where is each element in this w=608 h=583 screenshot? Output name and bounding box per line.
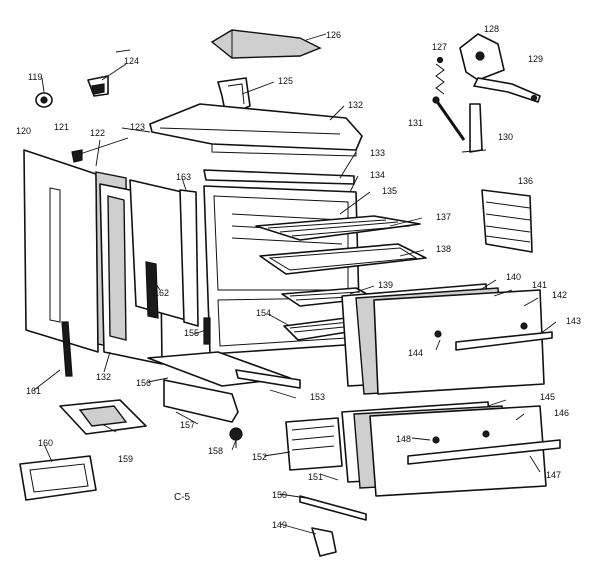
label-121: 121 <box>54 122 69 132</box>
label-155: 155 <box>184 328 199 338</box>
label-122: 122 <box>90 128 105 138</box>
part-126-top-trim <box>210 29 322 59</box>
label-146: 146 <box>554 408 569 418</box>
label-125: 125 <box>278 76 293 86</box>
label-123: 123 <box>130 122 145 132</box>
part-137-oven-rack <box>255 215 421 241</box>
part-131-rod <box>432 96 466 141</box>
part-133-frame-strip <box>203 169 355 185</box>
part-163-bracket <box>179 189 199 327</box>
label-132-top: 132 <box>348 100 363 110</box>
label-135: 135 <box>382 186 397 196</box>
label-162: 162 <box>154 288 169 298</box>
part-129-hinge-arm <box>473 77 541 103</box>
label-152: 152 <box>252 452 267 462</box>
label-124: 124 <box>124 56 139 66</box>
part-124-knob <box>87 75 109 97</box>
label-160: 160 <box>38 438 53 448</box>
label-131: 131 <box>408 118 423 128</box>
part-161-trim-strip <box>61 321 73 377</box>
label-137: 137 <box>436 212 451 222</box>
part-153-burner <box>235 369 301 389</box>
part-136-broiler-grid <box>481 189 533 253</box>
label-120: 120 <box>16 126 31 136</box>
diagram-caption: C-5 <box>174 492 191 503</box>
label-148: 148 <box>396 434 411 444</box>
part-149-hinge-bracket <box>311 527 337 557</box>
label-133: 133 <box>370 148 385 158</box>
label-130: 130 <box>498 132 513 142</box>
label-127: 127 <box>432 42 447 52</box>
label-163: 163 <box>176 172 191 182</box>
label-142: 142 <box>552 290 567 300</box>
part-150-hinge-pin <box>299 495 367 521</box>
label-157: 157 <box>180 420 195 430</box>
label-119: 119 <box>28 72 42 82</box>
label-129: 129 <box>528 54 543 64</box>
part-143-door-handle <box>455 331 553 351</box>
label-128: 128 <box>484 24 499 34</box>
part-162-inner-liner <box>129 179 187 321</box>
part-152-burner-box <box>285 417 343 471</box>
part-158-valve <box>229 427 243 448</box>
part-130-hinge-bracket <box>461 103 487 153</box>
label-132-bottom: 132 <box>96 372 111 382</box>
label-139: 139 <box>378 280 393 290</box>
label-161: 161 <box>26 386 41 396</box>
part-159-heat-shield <box>59 399 147 435</box>
part-127-spring <box>435 56 445 95</box>
part-155-bracket <box>203 317 211 345</box>
label-154: 154 <box>256 308 271 318</box>
label-134: 134 <box>370 170 385 180</box>
label-151: 151 <box>308 472 323 482</box>
part-147-drawer-handle <box>407 439 561 465</box>
label-138: 138 <box>436 244 451 254</box>
label-144: 144 <box>408 348 423 358</box>
part-119-grommet <box>35 92 53 108</box>
part-157-base-trim <box>163 379 239 423</box>
label-147: 147 <box>546 470 561 480</box>
part-128-hinge <box>459 33 505 81</box>
label-156: 156 <box>136 378 151 388</box>
label-140: 140 <box>506 272 521 282</box>
label-145: 145 <box>540 392 555 402</box>
label-136: 136 <box>518 176 533 186</box>
label-143: 143 <box>566 316 581 326</box>
label-149: 149 <box>272 520 287 530</box>
label-141: 141 <box>532 280 547 290</box>
label-150: 150 <box>272 490 287 500</box>
label-158: 158 <box>208 446 223 456</box>
label-153: 153 <box>310 392 325 402</box>
part-138-broiler-pan <box>259 243 427 275</box>
part-120-side-panel <box>23 149 99 353</box>
part-160-access-cover <box>19 455 97 501</box>
part-121-clip <box>71 149 83 163</box>
label-159: 159 <box>118 454 133 464</box>
part-132-top-panel <box>149 103 363 157</box>
label-126: 126 <box>326 30 341 40</box>
